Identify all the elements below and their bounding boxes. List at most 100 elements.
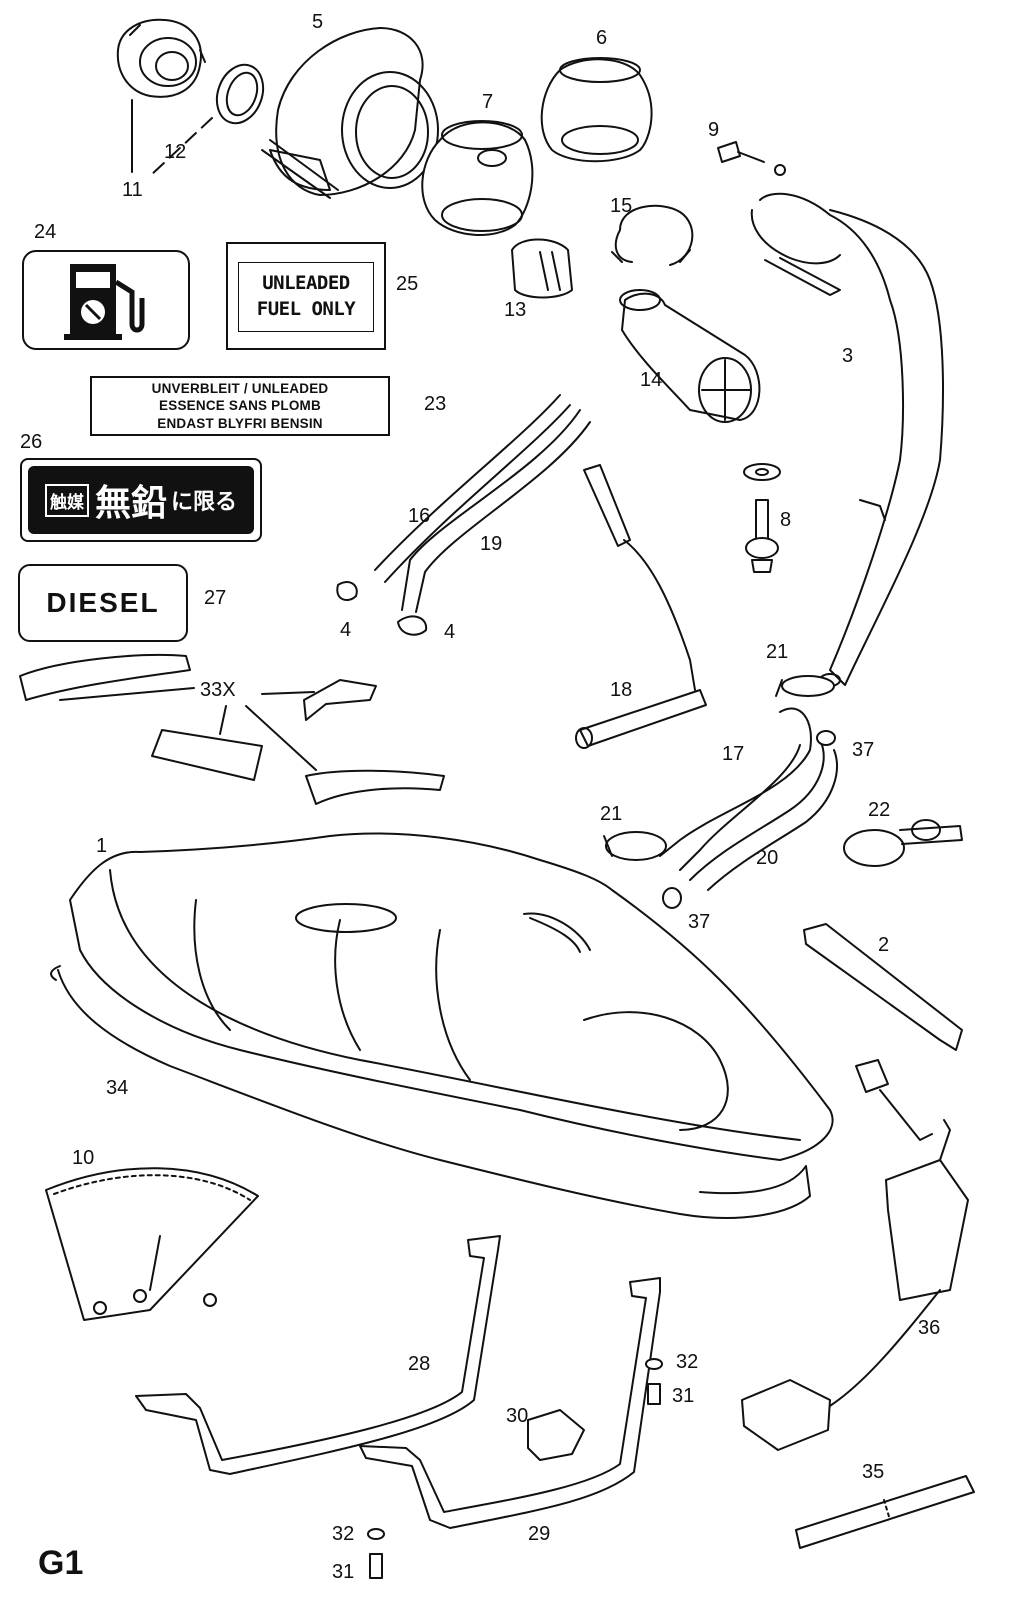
part-33x-strip-b bbox=[305, 769, 445, 805]
part-31-bolt-a bbox=[647, 1383, 661, 1405]
decal-catalyst: 触媒 bbox=[44, 483, 89, 517]
callout-16: 16 bbox=[408, 505, 431, 527]
part-21-clamp-a bbox=[775, 675, 835, 697]
part-37-ring-a bbox=[816, 730, 836, 746]
part-19-hose bbox=[401, 409, 591, 613]
callout-21: 21 bbox=[766, 641, 789, 663]
part-21-clamp-b bbox=[603, 831, 667, 861]
part-2-seal-strip bbox=[803, 923, 963, 1051]
callout-11: 11 bbox=[122, 179, 143, 201]
part-14-adapter bbox=[619, 289, 761, 423]
part-18-pipe bbox=[575, 464, 707, 749]
callout-34: 34 bbox=[106, 1077, 129, 1099]
part-3-filler-pipe bbox=[750, 192, 944, 687]
part-4-clip-a bbox=[336, 581, 358, 601]
part-33x-pad bbox=[151, 729, 263, 781]
callout-27: 27 bbox=[204, 587, 227, 609]
callout-4: 4 bbox=[340, 619, 352, 641]
callout-5: 5 bbox=[312, 11, 324, 33]
decal-diesel-text: DIESEL bbox=[46, 587, 160, 618]
callout-26: 26 bbox=[20, 431, 43, 453]
part-22-clamp bbox=[843, 819, 963, 867]
callout-33x: 33X bbox=[200, 679, 236, 701]
callout-30: 30 bbox=[506, 1405, 529, 1427]
part-31-bolt-b bbox=[369, 1553, 383, 1579]
part-28-strap bbox=[135, 1235, 501, 1475]
callout-14: 14 bbox=[640, 369, 663, 391]
callout-3: 3 bbox=[842, 345, 854, 367]
part-36-sender-unit bbox=[741, 1059, 969, 1451]
unleaded-fuel-only-decal: UNLEADED FUEL ONLY bbox=[226, 242, 386, 350]
callout-29: 29 bbox=[528, 1523, 551, 1545]
part-16-hose bbox=[374, 394, 571, 583]
decal-line-1: UNVERBLEIT / UNLEADED bbox=[151, 380, 329, 396]
callout-12: 12 bbox=[164, 141, 187, 163]
sheet-id: G1 bbox=[38, 1544, 84, 1582]
callout-19: 19 bbox=[480, 533, 503, 555]
callout-31: 31 bbox=[672, 1385, 695, 1407]
part-8-bolt bbox=[743, 463, 781, 573]
part-35-strip bbox=[795, 1475, 975, 1549]
callout-35: 35 bbox=[862, 1461, 885, 1483]
part-33x-clip bbox=[303, 679, 377, 721]
callout-13: 13 bbox=[504, 299, 527, 321]
part-32-washer-b bbox=[367, 1528, 385, 1540]
callout-7: 7 bbox=[482, 91, 494, 113]
callout-4: 4 bbox=[444, 621, 456, 643]
callout-6: 6 bbox=[596, 27, 608, 49]
callout-25: 25 bbox=[396, 273, 419, 295]
decal-line-3: ENDAST BLYFRI BENSIN bbox=[157, 415, 323, 431]
decal-line-2: FUEL ONLY bbox=[256, 298, 356, 320]
part-15-circlip bbox=[611, 204, 694, 266]
callout-37: 37 bbox=[688, 911, 711, 933]
leader-12 bbox=[149, 117, 213, 177]
decal-unleaded: 無鉛 bbox=[94, 483, 167, 524]
part-13-clip bbox=[511, 238, 573, 299]
callout-28: 28 bbox=[408, 1353, 431, 1375]
part-9-screw bbox=[717, 141, 786, 176]
part-5-filler-housing bbox=[261, 27, 439, 199]
part-11-fuel-cap bbox=[116, 18, 206, 98]
callout-37: 37 bbox=[852, 739, 875, 761]
callout-20: 20 bbox=[756, 847, 779, 869]
callout-31: 31 bbox=[332, 1561, 355, 1583]
callout-1: 1 bbox=[96, 835, 108, 857]
callout-17: 17 bbox=[722, 743, 745, 765]
callout-24: 24 bbox=[34, 221, 57, 243]
callout-2: 2 bbox=[878, 934, 890, 956]
part-10-insulation-sheet bbox=[45, 1167, 259, 1321]
part-4-clip-b bbox=[397, 615, 428, 636]
callout-23: 23 bbox=[424, 393, 447, 415]
callout-21: 21 bbox=[600, 803, 623, 825]
part-1-fuel-tank bbox=[69, 832, 834, 1161]
callout-10: 10 bbox=[72, 1147, 95, 1169]
part-17-hose bbox=[659, 707, 812, 871]
callout-15: 15 bbox=[610, 195, 633, 217]
callout-9: 9 bbox=[708, 119, 720, 141]
callout-32: 32 bbox=[676, 1351, 699, 1373]
part-34-heat-shield bbox=[57, 969, 811, 1219]
part-32-washer-a bbox=[645, 1358, 663, 1370]
callout-18: 18 bbox=[610, 679, 633, 701]
multilingual-unleaded-decal: UNVERBLEIT / UNLEADED ESSENCE SANS PLOMB… bbox=[90, 376, 390, 436]
fuel-pump-decal bbox=[22, 250, 190, 350]
part-7-boot bbox=[421, 120, 534, 236]
decal-only: に限る bbox=[171, 490, 238, 515]
part-33x-strip-a bbox=[19, 654, 191, 701]
fuel-pump-icon bbox=[64, 264, 145, 340]
part-12-seal-ring bbox=[215, 63, 265, 125]
callout-22: 22 bbox=[868, 799, 891, 821]
decal-line-1: UNLEADED bbox=[262, 272, 350, 295]
callout-8: 8 bbox=[780, 509, 792, 531]
part-20-hose bbox=[689, 739, 838, 891]
part-6-boot bbox=[540, 57, 653, 163]
japanese-unleaded-decal: 触媒 無鉛 に限る bbox=[20, 458, 262, 542]
callout-36: 36 bbox=[918, 1317, 941, 1339]
callout-32: 32 bbox=[332, 1523, 355, 1545]
part-37-ring-b bbox=[662, 887, 682, 909]
diesel-decal: DIESEL bbox=[18, 564, 188, 642]
decal-line-2: ESSENCE SANS PLOMB bbox=[159, 398, 321, 414]
part-30-pad bbox=[527, 1409, 585, 1461]
